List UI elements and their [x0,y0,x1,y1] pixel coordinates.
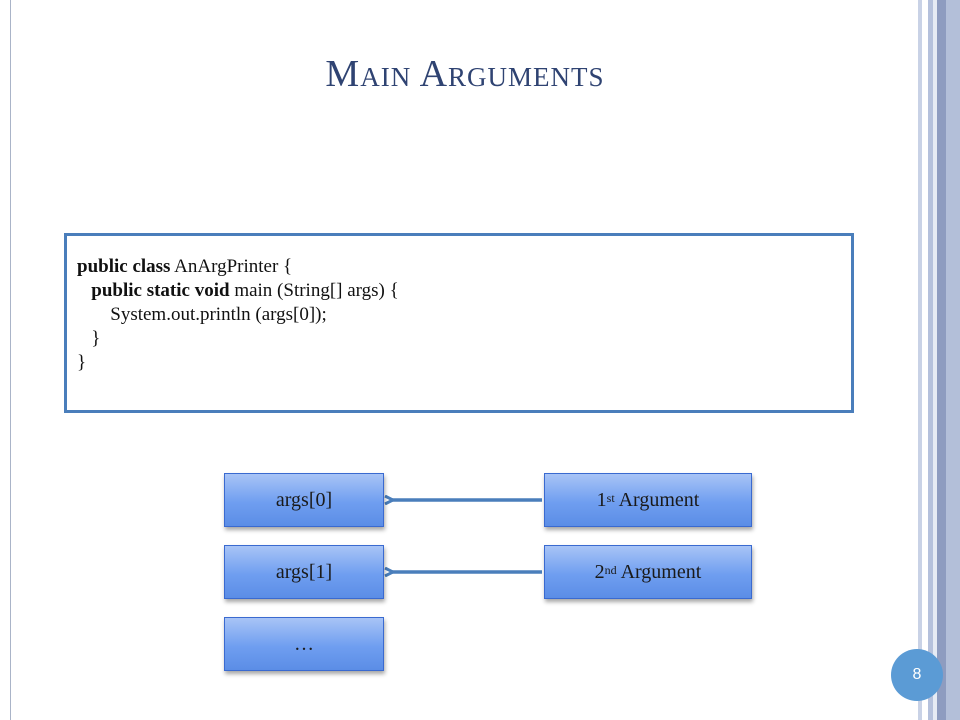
code-block: public class AnArgPrinter { public stati… [64,233,854,413]
right-decor-stripe [922,0,928,720]
code-line-1: public class AnArgPrinter { [77,252,851,282]
slide-title: Main Arguments [325,53,605,95]
node-ordinal: 1 [596,488,607,511]
node-args0: args[0] [224,473,384,527]
code-line-5: } [77,352,87,373]
node-label: Argument [614,488,700,511]
code-keyword: public class [77,256,171,277]
node-label: … [294,632,314,655]
node-args1: args[1] [224,545,384,599]
right-decor-stripe [946,0,960,720]
left-border-line [10,0,11,720]
code-indent [77,280,91,301]
code-keyword: public static void [91,280,230,301]
node-label: args[1] [275,560,333,583]
node-ordinal: 2 [594,560,605,583]
code-line-4: } [77,328,101,349]
right-decor-stripe [933,0,937,720]
node-label: Argument [616,560,702,583]
right-decor-stripe [937,0,946,720]
code-text: main (String[] args) { [229,280,399,301]
code-text: AnArgPrinter { [170,256,293,277]
right-decor-stripe [918,0,922,720]
code-line-3: System.out.println (args[0]); [77,304,327,325]
right-decor-stripe [928,0,933,720]
node-label: args[0] [275,488,333,511]
page-number-badge: 8 [891,649,943,701]
node-ellipsis: … [224,617,384,671]
code-line-2: public static void main (String[] args) … [77,276,851,306]
